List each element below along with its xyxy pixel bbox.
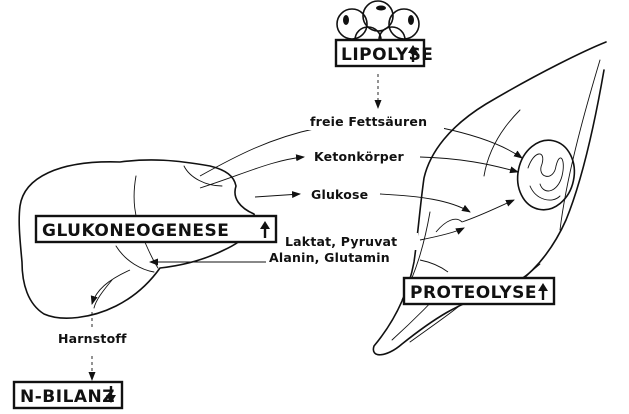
label-glukose: Glukose xyxy=(311,187,368,202)
muscle-icon xyxy=(373,42,606,355)
label-laktat-pyruvat: Laktat, Pyruvat xyxy=(285,234,397,249)
label-alanin-glutamin: Alanin, Glutamin xyxy=(269,250,390,265)
lipolyse-label: LIPOLYSE xyxy=(341,45,433,65)
label-harnstoff: Harnstoff xyxy=(58,331,127,346)
glukoneogenese-box: GLUKONEOGENESE xyxy=(36,216,276,242)
proteolyse-box: PROTEOLYSE xyxy=(404,278,554,304)
proteolyse-label: PROTEOLYSE xyxy=(410,283,537,303)
label-freie-fettsaeuren: freie Fettsäuren xyxy=(310,114,427,129)
lipolyse-box: LIPOLYSE xyxy=(336,40,433,66)
mitochondrion-icon xyxy=(511,135,580,215)
label-ketonkoerper: Ketonkörper xyxy=(314,149,405,164)
n-bilanz-box: N-BILANZ xyxy=(14,382,122,408)
glukoneogenese-label: GLUKONEOGENESE xyxy=(42,221,229,241)
n-bilanz-label: N-BILANZ xyxy=(20,387,115,407)
